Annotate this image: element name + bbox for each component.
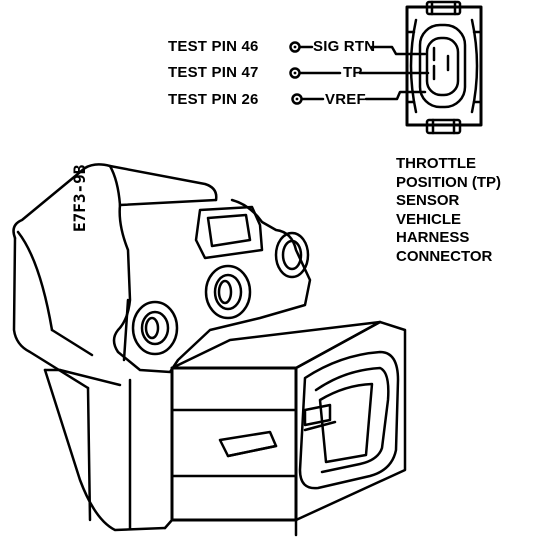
housing-seams — [86, 378, 174, 530]
caption-line: HARNESS — [396, 229, 470, 246]
mounting-hole-center — [204, 264, 252, 320]
pin-46-label: TEST PIN 46 — [168, 38, 259, 55]
mounting-hole-left — [131, 300, 179, 356]
mounting-flange — [112, 198, 312, 374]
caption-line: SENSOR — [396, 192, 460, 209]
caption-line: VEHICLE — [396, 210, 462, 228]
sensor-connector-shroud — [170, 320, 407, 537]
caption-line: THROTTLE — [396, 155, 476, 172]
sensor-housing — [12, 163, 218, 532]
pin-26-label: TEST PIN 26 — [168, 91, 259, 108]
harness-connector — [405, 0, 483, 135]
pin-47-label: TEST PIN 47 — [168, 64, 259, 81]
caption-line: CONNECTOR — [396, 247, 493, 265]
part-stamp: E7F3-9B — [70, 164, 89, 232]
caption-line: POSITION (TP) — [396, 173, 501, 191]
leader-lines — [298, 45, 430, 101]
connector-caption: THROTTLE POSITION (TP) SENSOR VEHICLE HA… — [396, 155, 501, 266]
pin-47-signal: TP — [343, 64, 363, 81]
pin-46-signal: SIG RTN — [313, 38, 376, 55]
mounting-hole-right — [274, 231, 310, 279]
pin-26-signal: VREF — [325, 91, 366, 108]
